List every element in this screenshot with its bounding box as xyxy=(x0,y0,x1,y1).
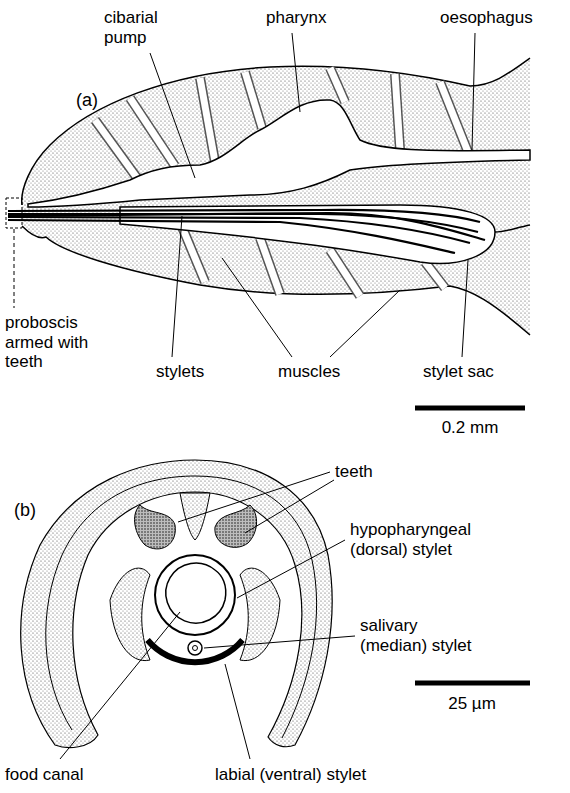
part-label: proboscis armed with teeth xyxy=(5,313,97,372)
part-label: hypopharyngeal (dorsal) stylet xyxy=(350,520,495,559)
labium-wall xyxy=(21,460,332,748)
panel-letter: (b) xyxy=(14,500,36,521)
part-label: teeth xyxy=(335,462,373,482)
nerve xyxy=(495,225,530,232)
part-label: labial (ventral) stylet xyxy=(215,765,366,785)
head-wall xyxy=(22,58,530,335)
part-label: oesophagus xyxy=(440,8,533,28)
head-section xyxy=(6,58,530,335)
leader-lines xyxy=(14,33,475,357)
scale-label: 0.2 mm xyxy=(442,418,499,438)
part-label: stylet sac xyxy=(423,362,494,382)
scale-label: 25 µm xyxy=(448,694,496,714)
part-label: cibarial pump xyxy=(104,8,182,47)
part-label: muscles xyxy=(278,362,340,382)
part-label: stylets xyxy=(156,362,204,382)
part-label: pharynx xyxy=(266,8,326,28)
tooth xyxy=(135,505,176,549)
stylets xyxy=(8,210,485,253)
hypopharyngeal-stylet xyxy=(155,555,235,635)
tooth xyxy=(215,505,257,547)
salivary-stylet xyxy=(188,641,202,655)
side-lobe xyxy=(240,568,280,661)
side-lobe xyxy=(110,568,150,661)
food-canal-wall xyxy=(166,563,226,623)
proboscis-section xyxy=(21,460,332,748)
inner-wall-line xyxy=(46,476,317,738)
part-label: food canal xyxy=(5,765,83,785)
labial-stylet xyxy=(148,640,243,662)
scale-bar xyxy=(415,406,525,411)
foregut-cavity xyxy=(28,100,530,207)
scale-bar xyxy=(415,681,530,686)
panel-letter: (a) xyxy=(76,90,98,111)
leader-lines xyxy=(60,472,355,759)
salivary-canal xyxy=(193,646,198,651)
part-label: salivary (median) stylet xyxy=(360,616,485,655)
